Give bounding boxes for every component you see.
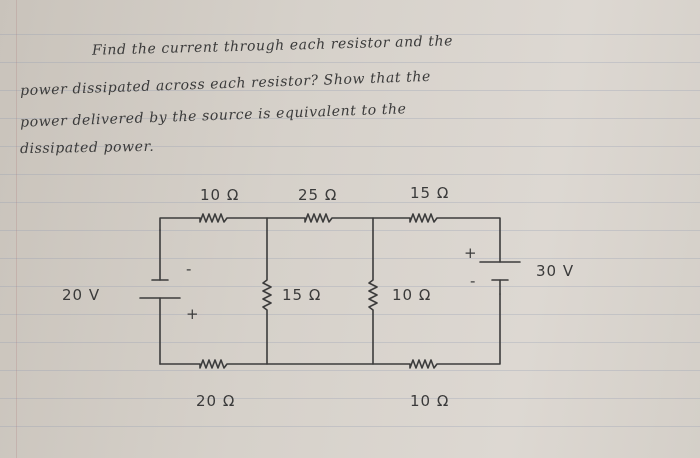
branch-right [368,217,378,365]
right-source-plus-sign: + [464,244,478,262]
right-source-voltage-label: 30 V [536,262,575,280]
margin-line [16,0,17,458]
ruled-line [0,62,700,63]
ruled-line [0,426,700,427]
wire-bottom [159,293,501,369]
resistor-branch-left-label: 15 Ω [282,286,322,304]
ruled-line [0,174,700,175]
resistor-bottom-right-label: 10 Ω [410,392,450,410]
ruled-line [0,258,700,259]
branch-left [262,217,272,365]
left-source-minus-sign: - [186,260,193,278]
resistor-bottom-left-label: 20 Ω [196,392,236,410]
ruled-line [0,146,700,147]
ruled-line [0,34,700,35]
ruled-line [0,230,700,231]
ruled-line [0,202,700,203]
ruled-line [0,90,700,91]
resistor-top-left-label: 10 Ω [200,186,240,204]
ruled-line [0,342,700,343]
resistor-top-right-label: 15 Ω [410,184,450,202]
ruled-line [0,286,700,287]
resistor-branch-right-label: 10 Ω [392,286,432,304]
ruled-line [0,118,700,119]
ruled-line [0,370,700,371]
left-source-voltage-label: 20 V [62,286,101,304]
ruled-line [0,314,700,315]
wire-top [159,213,501,263]
ruled-line [0,398,700,399]
resistor-top-middle-label: 25 Ω [298,186,338,204]
right-source-minus-sign: - [470,272,477,290]
left-source-plus-sign: + [186,305,200,323]
